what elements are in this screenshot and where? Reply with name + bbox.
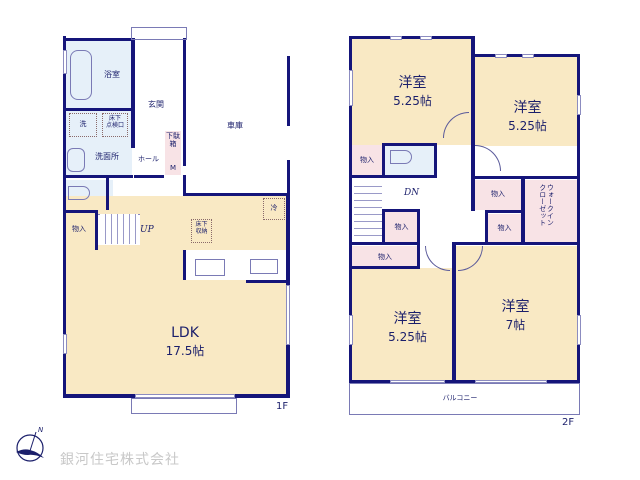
storage-2f-1 <box>352 145 382 175</box>
wash-label: 洗 <box>79 120 87 128</box>
window-se-east <box>577 315 581 345</box>
window-se-south <box>475 380 547 383</box>
room-ne-size: 5.25帖 <box>508 119 547 133</box>
entrance-porch <box>131 27 187 40</box>
entrance-label: 玄関 <box>148 100 164 109</box>
window-sw-west <box>349 315 353 345</box>
underfloor-storage-label: 床下 収納 <box>195 221 208 236</box>
bath-label: 浴室 <box>104 70 120 79</box>
window-nw-north-1 <box>390 36 402 40</box>
underfloor-inspection-label: 床下 点検口 <box>105 115 124 130</box>
window-nw-north-2 <box>420 36 432 40</box>
underfloor-inspection-hatch <box>102 113 128 137</box>
window-ldk-south <box>135 394 235 398</box>
stairs-up-label: UP <box>140 225 154 235</box>
stair-treads-2f <box>354 180 382 242</box>
washbasin <box>67 148 85 172</box>
room-ne <box>475 56 577 146</box>
storage-2f-5 <box>352 246 418 268</box>
storage-2f-2 <box>475 180 521 210</box>
room-nw-name: 洋室 <box>398 75 427 91</box>
walk-in-closet-label: ウォークイン クローゼット <box>538 184 555 226</box>
sink <box>195 259 225 276</box>
storage-1f-label: 物入 <box>72 225 86 233</box>
bathtub <box>70 50 92 100</box>
washroom-label: 洗面所 <box>95 152 119 161</box>
door-room-ne[interactable] <box>475 145 501 171</box>
window-ne-north-2 <box>522 54 534 58</box>
storage-2f-3-label: 物入 <box>497 224 512 232</box>
fridge-space <box>263 198 285 220</box>
toilet-2f-fixture <box>390 150 412 164</box>
storage-2f-4 <box>385 212 418 242</box>
floor-2f-label: 2F <box>562 417 575 428</box>
storage-2f-3 <box>488 214 521 242</box>
room-se-name: 洋室 <box>501 299 530 315</box>
room-sw-size: 5.25帖 <box>388 330 427 344</box>
garage-label: 車庫 <box>227 121 243 130</box>
storage-2f-1-label: 物入 <box>360 156 374 164</box>
toilet-1f-fixture <box>68 186 90 200</box>
ldk-name-label: LDK <box>171 325 199 341</box>
compass-bird-icon <box>16 431 44 462</box>
shoe-box-label: 下駄箱 <box>166 132 180 148</box>
ldk-size-label: 17.5帖 <box>165 344 205 358</box>
wash-machine-area <box>69 113 97 137</box>
storage-2f-2-label: 物入 <box>491 190 505 198</box>
room-ne-name: 洋室 <box>513 100 542 116</box>
shoe-box-m-label: M <box>169 164 177 172</box>
room-sw <box>352 268 452 380</box>
balcony-label: バルコニー <box>442 394 478 402</box>
storage-2f-4-label: 物入 <box>394 223 409 231</box>
floor-1f-label: 1F <box>276 401 289 412</box>
room-se <box>456 246 577 380</box>
room-nw-size: 5.25帖 <box>393 94 432 108</box>
shoe-box <box>165 131 181 175</box>
stairs-down-label: DN <box>404 188 420 198</box>
balcony <box>349 383 580 415</box>
window-ldk-east <box>286 285 290 345</box>
window-sw-south <box>390 380 445 383</box>
washroom <box>63 110 132 176</box>
storage-2f-5-label: 物入 <box>378 253 392 261</box>
window-ne-north-1 <box>495 54 507 58</box>
window-nw-west <box>349 70 353 106</box>
compass-north-label: N <box>38 426 44 434</box>
room-se-size: 7帖 <box>505 318 526 332</box>
company-name: 銀河住宅株式会社 <box>60 452 180 468</box>
window-ne-east <box>577 95 581 115</box>
stair-treads-1f <box>100 214 138 244</box>
window-ldk-west <box>63 334 67 354</box>
underfloor-storage-hatch <box>191 219 212 243</box>
window-bath <box>63 50 67 74</box>
walk-in-closet <box>525 180 577 242</box>
hall-label: ホール <box>138 155 159 163</box>
room-sw-name: 洋室 <box>393 311 422 327</box>
compass: N <box>12 426 48 464</box>
deck-ldk-south <box>131 398 237 414</box>
stove <box>250 259 278 274</box>
fridge-label: 冷 <box>270 204 278 212</box>
